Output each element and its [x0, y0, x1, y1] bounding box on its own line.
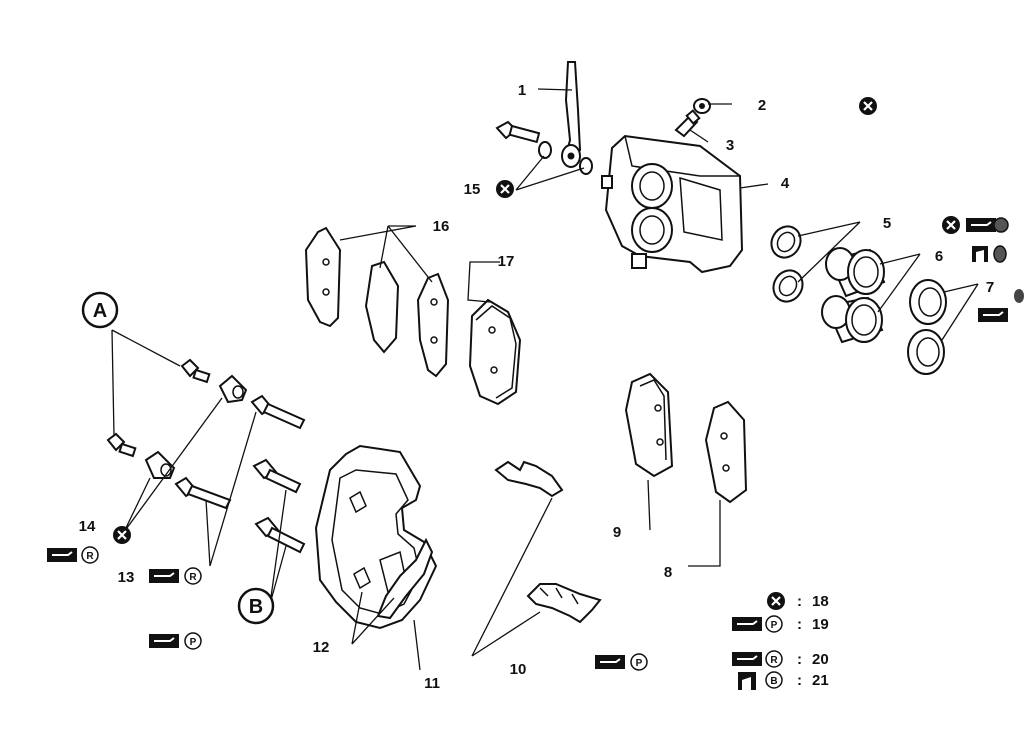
piston-seals	[770, 225, 804, 303]
callout-13: 13	[118, 569, 135, 586]
callout-4: 4	[781, 175, 790, 192]
copper-washer-right	[579, 157, 593, 175]
leader-lines	[111, 88, 979, 671]
dust-boots	[907, 279, 947, 375]
svg-text::: :	[797, 672, 802, 689]
slide-bushing-upper	[218, 374, 248, 404]
legend-item-21: B : 21	[738, 671, 829, 690]
anti-squeal-shim	[468, 298, 522, 406]
svg-text:B: B	[249, 596, 263, 618]
svg-text:P: P	[771, 620, 778, 631]
boot-grease-symbol-6	[972, 245, 1007, 263]
callout-9: 9	[613, 524, 621, 541]
callout-14: 14	[79, 518, 96, 535]
svg-text::: :	[797, 651, 802, 668]
svg-text:20: 20	[812, 651, 829, 668]
anti-rattle-clip-lower	[526, 583, 602, 624]
callout-6: 6	[935, 248, 943, 265]
callout-12: 12	[313, 639, 330, 656]
slide-pin-lower	[174, 476, 232, 510]
callout-7: 7	[986, 279, 994, 296]
callout-5: 5	[883, 215, 891, 232]
callout-17: 17	[498, 253, 515, 270]
svg-text:P: P	[190, 637, 197, 648]
banjo-bolt	[495, 120, 541, 144]
callout-16: 16	[433, 218, 450, 235]
slide-bushing-lower	[144, 450, 176, 479]
brake-pad-inner	[704, 400, 748, 504]
caliper-body	[601, 134, 744, 274]
pad-wear-indicator	[376, 537, 434, 620]
callout-8: 8	[664, 564, 672, 581]
copper-washer-left	[538, 141, 552, 159]
callout-15: 15	[464, 181, 481, 198]
replace-mark-icon	[940, 214, 962, 236]
callout-10: 10	[510, 661, 527, 678]
bolt-a-upper	[180, 358, 211, 384]
legend-item-20: R : 20	[731, 650, 829, 668]
replace-mark-icon	[111, 524, 133, 546]
grease-P-symbol-b: P	[148, 632, 202, 650]
group-a-marker: A	[81, 291, 119, 329]
grease-R-symbol-13: R	[148, 567, 202, 585]
callout-1: 1	[518, 82, 526, 99]
grease-R-symbol-14: R	[46, 546, 99, 564]
seal-grease-symbol-5	[965, 217, 1009, 233]
replace-mark-icon	[857, 95, 879, 117]
slide-pin-upper	[250, 394, 306, 430]
callout-3: 3	[726, 137, 734, 154]
bleeder-screw	[674, 109, 701, 138]
callout-11: 11	[424, 675, 440, 692]
svg-text:P: P	[636, 658, 643, 669]
svg-text:R: R	[189, 572, 197, 583]
replace-mark-icon	[494, 178, 516, 200]
svg-text:18: 18	[812, 593, 829, 610]
group-b-marker: B	[237, 587, 275, 625]
legend-item-19: P : 19	[731, 615, 829, 633]
brake-hose	[561, 61, 582, 168]
svg-text::: :	[797, 593, 802, 610]
mount-bolt-upper	[252, 458, 302, 494]
svg-text::: :	[797, 616, 802, 633]
svg-text:B: B	[770, 676, 777, 687]
svg-text:R: R	[770, 655, 778, 666]
legend: : 18 P : 19 R : 20 B : 21	[731, 590, 829, 690]
svg-text:19: 19	[812, 616, 829, 633]
anti-rattle-clip-upper	[494, 460, 564, 498]
legend-item-18: : 18	[765, 590, 829, 612]
svg-text:R: R	[86, 551, 94, 562]
grease-P-symbol-10: P	[594, 653, 648, 671]
bolt-a-lower	[106, 432, 137, 458]
pad-shims	[304, 226, 450, 378]
svg-text:21: 21	[812, 672, 829, 689]
pistons	[821, 247, 886, 344]
svg-text:A: A	[93, 300, 107, 322]
mount-bolt-lower	[254, 516, 306, 554]
boot-grease-symbol-7	[977, 289, 1024, 323]
bleeder-cap	[693, 98, 711, 114]
caliper-mounting	[314, 444, 438, 630]
callout-2: 2	[758, 97, 766, 114]
brake-pad-outer	[624, 372, 674, 478]
